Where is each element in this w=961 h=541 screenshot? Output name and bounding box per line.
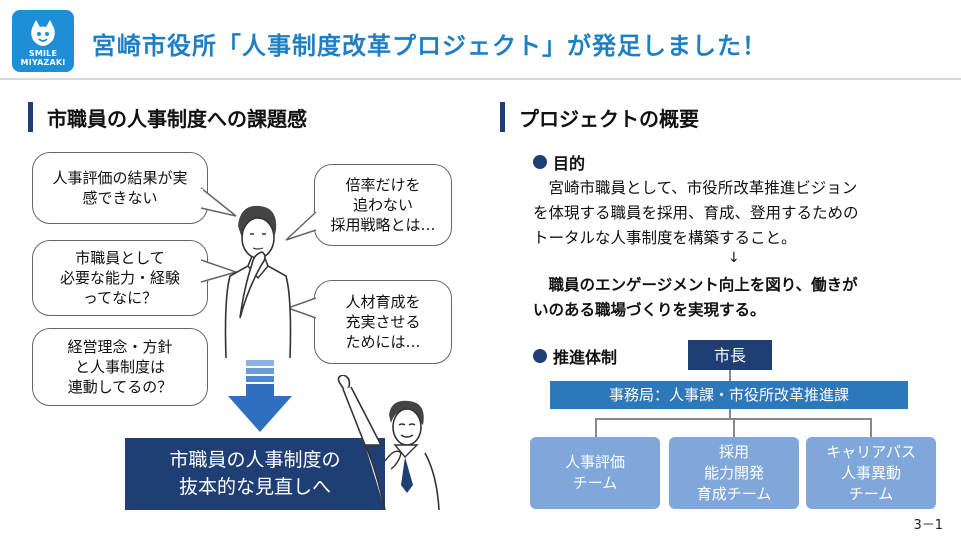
structure-title-text: 推進体制 bbox=[553, 348, 618, 367]
bubble-tail bbox=[200, 187, 237, 217]
org-connector bbox=[729, 370, 731, 381]
org-mayor-box: 市長 bbox=[688, 340, 772, 370]
bubble-line: 市職員として bbox=[75, 249, 165, 267]
bubble-line: 充実させる bbox=[345, 313, 421, 331]
bubble-line: 人事評価の結果が実 bbox=[52, 169, 188, 187]
bullet-icon bbox=[533, 155, 547, 169]
org-connector bbox=[729, 409, 731, 418]
org-office-box: 事務局：人事課・市役所改革推進課 bbox=[550, 381, 908, 409]
mascot-icon bbox=[31, 20, 55, 46]
bubble-line: 必要な能力・経験 bbox=[59, 269, 180, 287]
header-divider bbox=[0, 78, 961, 80]
team-line: 能力開発 bbox=[703, 463, 764, 482]
org-connector bbox=[870, 418, 872, 437]
purpose-title: 目的 bbox=[533, 150, 585, 174]
org-connector bbox=[595, 418, 597, 437]
bubble-tail bbox=[285, 211, 318, 241]
page-number: 3－1 bbox=[913, 518, 943, 533]
team-line: 採用 bbox=[718, 442, 749, 461]
purpose-line: を体現する職員を採用、育成、登用するための bbox=[533, 204, 859, 222]
cheering-person-illustration bbox=[337, 375, 440, 510]
purpose-arrow-icon: ↓ bbox=[728, 250, 740, 266]
thinking-person-illustration bbox=[224, 205, 292, 358]
smile-miyazaki-logo: SMILE MIYAZAKI bbox=[12, 10, 74, 72]
concern-bubble-development: 人材育成を 充実させる ためには… bbox=[314, 280, 452, 364]
left-heading-text: 市職員の人事制度への課題感 bbox=[47, 106, 307, 131]
conclusion-box: 市職員の人事制度の 抜本的な見直しへ bbox=[125, 438, 385, 510]
purpose-goal-text: 職員のエンゲージメント向上を図り、働きが いのある職場づくりを実現する。 bbox=[533, 273, 858, 323]
structure-title: 推進体制 bbox=[533, 344, 617, 368]
bubble-line: と人事制度は bbox=[74, 358, 165, 376]
team-line: 人事評価 bbox=[564, 453, 625, 471]
logo-text-miyazaki: MIYAZAKI bbox=[20, 58, 66, 67]
team-line: 育成チーム bbox=[696, 484, 772, 503]
down-arrow-icon bbox=[228, 360, 292, 432]
bubble-line: 人材育成を bbox=[345, 293, 421, 311]
conclusion-line: 市職員の人事制度の bbox=[169, 449, 341, 471]
purpose-goal-line: 職員のエンゲージメント向上を図り、働きが bbox=[533, 276, 858, 294]
bubble-line: ためには… bbox=[345, 333, 421, 351]
heading-bar bbox=[28, 102, 33, 132]
bullet-icon bbox=[533, 349, 547, 363]
bubble-line: 経営理念・方針 bbox=[67, 338, 173, 356]
bubble-line: 倍率だけを bbox=[345, 176, 421, 194]
conclusion-line: 抜本的な見直しへ bbox=[178, 476, 331, 498]
bubble-line: 追わない bbox=[352, 196, 413, 214]
concern-bubble-evaluation: 人事評価の結果が実 感できない bbox=[32, 152, 208, 224]
page-title: 宮崎市役所「人事制度改革プロジェクト」が発足しました！ bbox=[92, 32, 767, 60]
bubble-line: ってなに？ bbox=[82, 289, 158, 307]
org-team-evaluation: 人事評価 チーム bbox=[530, 437, 660, 509]
purpose-title-text: 目的 bbox=[553, 154, 586, 173]
purpose-goal-line: いのある職場づくりを実現する。 bbox=[533, 301, 766, 319]
purpose-line: トータルな人事制度を構築すること。 bbox=[533, 229, 797, 247]
logo-text-smile: SMILE bbox=[28, 49, 58, 58]
org-team-career: キャリアパス 人事異動 チーム bbox=[806, 437, 936, 509]
purpose-line: 宮崎市職員として、市役所改革推進ビジョン bbox=[533, 179, 858, 197]
left-section-heading: 市職員の人事制度への課題感 bbox=[28, 102, 307, 132]
purpose-text: 宮崎市職員として、市役所改革推進ビジョン を体現する職員を採用、育成、登用するた… bbox=[533, 176, 943, 251]
team-line: チーム bbox=[572, 474, 618, 492]
org-team-recruitment: 採用 能力開発 育成チーム bbox=[669, 437, 799, 509]
bubble-line: 連動してるの？ bbox=[67, 378, 173, 396]
org-connector bbox=[733, 418, 735, 437]
bubble-line: 感できない bbox=[82, 189, 158, 207]
concern-bubble-philosophy: 経営理念・方針 と人事制度は 連動してるの？ bbox=[32, 328, 208, 406]
team-line: キャリアパス bbox=[826, 442, 916, 461]
concern-bubble-ability: 市職員として 必要な能力・経験 ってなに？ bbox=[32, 240, 208, 316]
concern-bubble-recruitment: 倍率だけを 追わない 採用戦略とは… bbox=[314, 164, 452, 246]
bubble-line: 採用戦略とは… bbox=[330, 216, 436, 234]
right-section-heading: プロジェクトの概要 bbox=[500, 102, 699, 132]
team-line: チーム bbox=[848, 484, 894, 503]
right-heading-text: プロジェクトの概要 bbox=[519, 106, 699, 131]
team-line: 人事異動 bbox=[840, 463, 901, 482]
heading-bar bbox=[500, 102, 505, 132]
